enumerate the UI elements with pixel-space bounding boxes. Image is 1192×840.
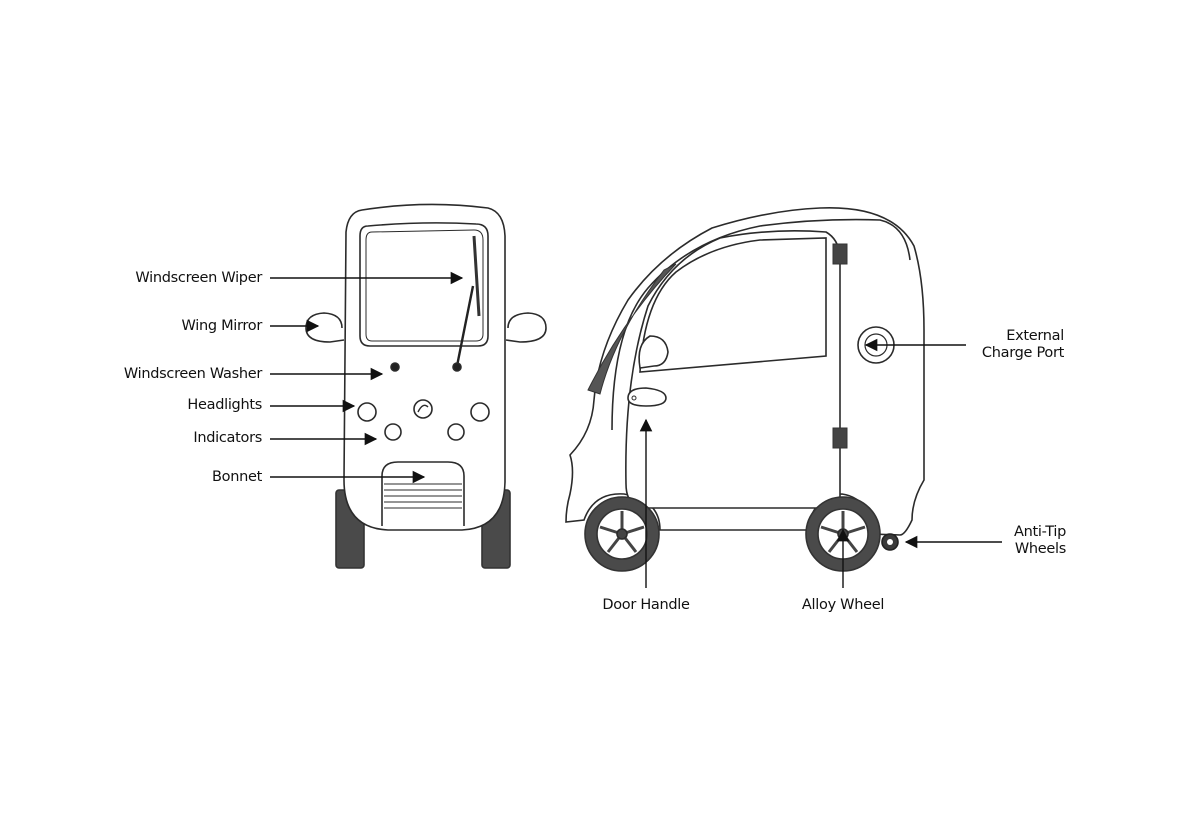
side-mirror: [639, 336, 668, 368]
label-alloy-wheel: Alloy Wheel: [773, 597, 913, 614]
indicator-left: [385, 424, 401, 440]
label-windscreen-washer: Windscreen Washer: [100, 366, 262, 383]
side-view: [566, 208, 924, 571]
bonnet-panel: [382, 462, 464, 526]
label-indicators: Indicators: [100, 430, 262, 447]
label-bonnet: Bonnet: [100, 469, 262, 486]
front-wheel: [585, 497, 659, 571]
washer-left: [391, 363, 399, 371]
left-wing-mirror: [306, 313, 344, 342]
label-external-charge-port-line1: External: [940, 328, 1064, 345]
headlight-right: [471, 403, 489, 421]
label-external-charge-port: External Charge Port: [940, 328, 1064, 362]
washer-right: [453, 363, 461, 371]
headlight-left: [358, 403, 376, 421]
indicator-right: [448, 424, 464, 440]
side-door-handle: [628, 388, 666, 406]
label-wing-mirror: Wing Mirror: [100, 318, 262, 335]
windscreen: [360, 223, 488, 346]
label-anti-tip-wheels-line1: Anti-Tip: [960, 524, 1066, 541]
anti-tip-wheel: [882, 534, 898, 550]
right-wing-mirror: [506, 313, 546, 342]
label-external-charge-port-line2: Charge Port: [940, 345, 1064, 362]
label-headlights: Headlights: [100, 397, 262, 414]
label-windscreen-wiper: Windscreen Wiper: [100, 270, 262, 287]
label-door-handle: Door Handle: [576, 597, 716, 614]
label-anti-tip-wheels-line2: Wheels: [960, 541, 1066, 558]
badge: [414, 400, 432, 418]
front-view: [306, 204, 546, 568]
label-anti-tip-wheels: Anti-Tip Wheels: [960, 524, 1066, 558]
